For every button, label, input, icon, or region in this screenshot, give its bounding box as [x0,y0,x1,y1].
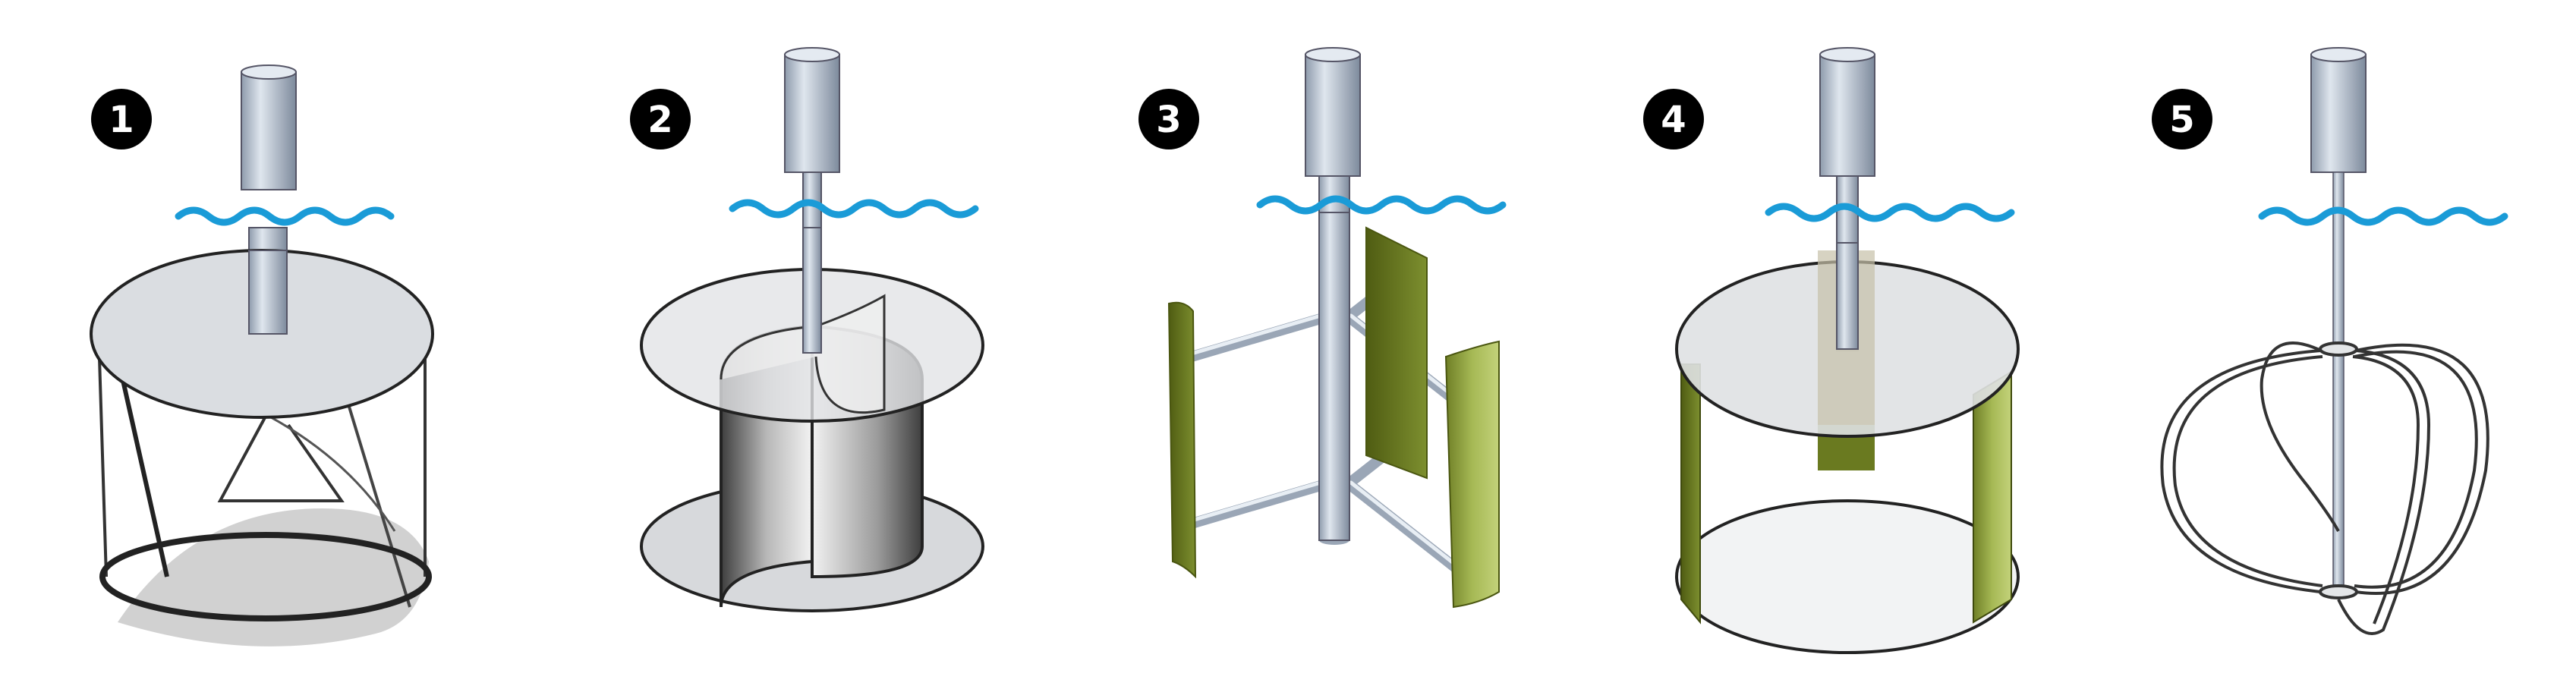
turbine-rotor-icon [90,249,434,647]
marker-label-5: 5 [2169,99,2194,141]
shaft-icon [2310,47,2367,598]
water-surface-icon [1256,195,1507,215]
panel-3: 3 [1138,47,1507,609]
turbine-rotor-icon [1675,242,2020,654]
number-marker-5: 5 [2152,89,2212,149]
number-marker-1: 1 [91,89,152,149]
marker-label-1: 1 [109,99,134,141]
water-surface-icon [2258,206,2508,226]
panel-4: 4 [1643,47,2020,654]
turbine-rotor-icon [2160,341,2489,635]
marker-label-2: 2 [647,99,672,141]
water-surface-icon [1765,203,2015,222]
turbine-rotor-icon [1167,212,1500,609]
number-marker-3: 3 [1138,89,1199,149]
marker-label-4: 4 [1661,99,1686,141]
number-marker-4: 4 [1643,89,1704,149]
marker-label-3: 3 [1156,99,1181,141]
water-surface-icon [729,199,979,219]
turbine-rotor-icon [640,227,984,612]
panel-1: 1 [90,64,434,647]
water-surface-icon [175,206,395,226]
panel-5: 5 [2152,47,2508,635]
number-marker-2: 2 [630,89,691,149]
panel-2: 2 [630,47,984,612]
